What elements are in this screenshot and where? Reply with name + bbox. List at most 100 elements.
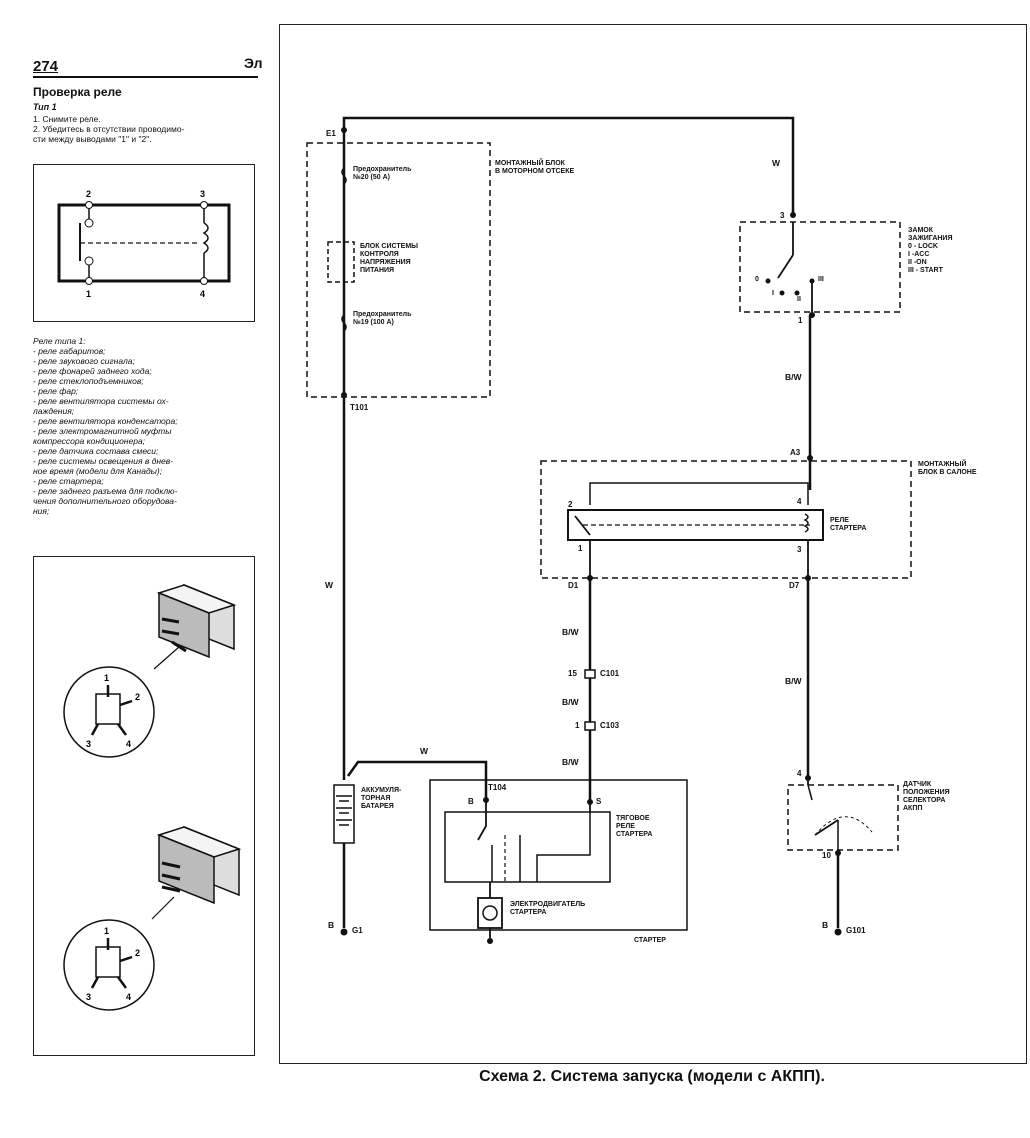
step-line: сти между выводами "1" и "2". [33, 134, 152, 144]
list-item: - реле вентилятора конденсатора; [33, 416, 178, 426]
connector-d7-label: D7 [789, 581, 800, 590]
relay-type-list: Реле типа 1: - реле габаритов; - реле зв… [33, 336, 258, 516]
list-title: Реле типа 1: [33, 336, 86, 346]
ground-g1-label: G1 [352, 926, 363, 935]
fuse-20-icon [341, 167, 347, 185]
voltage-block-label: БЛОК СИСТЕМЫ КОНТРОЛЯ НАПРЯЖЕНИЯ ПИТАНИЯ [360, 243, 419, 274]
cabin-block-outline [540, 460, 912, 579]
wire-color-label: W [325, 580, 334, 590]
starter-label: СТАРТЕР [634, 937, 666, 944]
wire-color-label: B/W [785, 372, 802, 382]
step-line: 1. Снимите реле. [33, 114, 101, 124]
figure-caption: Схема 2. Система запуска (модели с АКПП)… [479, 1068, 825, 1085]
ignition-pos-1-label: I [772, 290, 774, 297]
list-item: ния; [33, 506, 50, 516]
connector-t104-label: T104 [488, 783, 507, 792]
relay-coil-icon [803, 513, 809, 533]
header-rule [33, 76, 258, 78]
wire-color-label: B/W [562, 697, 579, 707]
starter-relay-pin-3-label: 3 [797, 545, 802, 554]
engine-block-label: МОНТАЖНЫЙ БЛОК В МОТОРНОМ ОТСЕКЕ [495, 160, 575, 175]
battery-icon [333, 784, 355, 844]
list-item: - реле фар; [33, 386, 79, 396]
relay-connector-illustration: 1 2 3 4 1 2 3 4 [63, 583, 242, 1011]
connector-c103-label: C103 [600, 721, 620, 730]
section-subtitle: Тип 1 [33, 102, 57, 112]
connector-pin-label: 3 [86, 992, 91, 1002]
wire-color-label: W [772, 158, 781, 168]
c103-pin-label: 1 [575, 721, 580, 730]
connector-a3-label: A3 [790, 448, 801, 457]
relay-body-icon [156, 583, 237, 659]
starter-relay-pin-2-label: 2 [568, 500, 573, 509]
pin-label: 2 [86, 189, 91, 199]
wire-color-label: B [822, 920, 829, 930]
selector-sensor-label: ДАТЧИК ПОЛОЖЕНИЯ СЕЛЕКТОРА АКПП [903, 781, 950, 812]
sensor-pin-10-label: 10 [822, 851, 831, 860]
ignition-pin-3-label: 3 [780, 211, 785, 220]
sensor-pin-4-label: 4 [797, 769, 802, 778]
voltage-block-outline [327, 241, 355, 283]
list-item: - реле звукового сигнала; [33, 356, 135, 366]
ignition-pos-2-label: II [797, 296, 801, 303]
connector-pin-label: 2 [135, 948, 140, 958]
wire-color-label: B/W [785, 676, 802, 686]
wire-top [342, 116, 795, 215]
battery-label: АККУМУЛЯ- ТОРНАЯ БАТАРЕЯ [361, 787, 402, 810]
wire-batt-link [346, 760, 488, 800]
list-item: чения дополнительного оборудова- [33, 496, 177, 506]
check-steps: 1. Снимите реле. 2. Убедитесь в отсутств… [33, 114, 258, 144]
list-item: - реле заднего разъема для подклю- [33, 486, 178, 496]
list-item: - реле системы освещения в днев- [33, 456, 174, 466]
relay-connector-figure: 1 2 3 4 1 2 3 4 [33, 556, 255, 1056]
fuse-19-icon [341, 314, 347, 332]
list-item: - реле стеклоподъемников; [33, 376, 144, 386]
wiring-diagram-frame [279, 24, 1027, 1064]
starter-relay-pin-4-label: 4 [797, 497, 802, 506]
list-item: - реле вентилятора системы ох- [33, 396, 169, 406]
wire-color-label: B/W [562, 757, 579, 767]
relay-schematic: 2 3 1 4 [57, 189, 231, 299]
fuse-20-label: Предохранитель №20 (50 А) [353, 166, 412, 181]
connector-pin-label: 4 [126, 739, 131, 749]
ground-g1-icon [340, 928, 348, 936]
fuse-19-label: Предохранитель №19 (100 А) [353, 311, 412, 326]
wire-color-label: W [420, 746, 429, 756]
wire-color-label: B/W [562, 627, 579, 637]
list-item: - реле стартера; [33, 476, 104, 486]
connector-t101-label: T101 [350, 403, 369, 412]
list-item: - реле фонарей заднего хода; [33, 366, 152, 376]
list-item: - реле габаритов; [33, 346, 106, 356]
starter-motor-icon [477, 897, 503, 929]
sensor-contact-icon [814, 819, 839, 836]
starter-relay-outline [567, 509, 824, 541]
starter-motor-label: ЭЛЕКТРОДВИГАТЕЛЬ СТАРТЕРА [510, 901, 586, 916]
starter-relay-label: РЕЛЕ СТАРТЕРА [830, 517, 867, 532]
section-title: Проверка реле [33, 85, 122, 99]
connector-pin-label: 1 [104, 926, 109, 936]
ground-g101-icon [834, 928, 842, 936]
starter-outline [429, 779, 688, 931]
connector-c103-icon [584, 721, 596, 731]
solenoid-label: ТЯГОВОЕ РЕЛЕ СТАРТЕРА [616, 815, 653, 838]
connector-pin-label: 1 [104, 673, 109, 683]
c101-pin-label: 15 [568, 669, 577, 678]
connector-pin-label: 4 [126, 992, 131, 1002]
pin-label: 1 [86, 289, 91, 299]
terminal-s-label: S [596, 797, 602, 806]
ignition-pos-0-label: 0 [755, 276, 759, 283]
solenoid-outline [444, 811, 611, 883]
starter-relay-pin-1-label: 1 [578, 544, 583, 553]
ground-g101-label: G101 [846, 926, 866, 935]
list-item: лаждения; [33, 406, 75, 416]
connector-d1-label: D1 [568, 581, 579, 590]
terminal-b-label: B [468, 797, 474, 806]
list-item: ное время (модели для Канады); [33, 466, 163, 476]
sensor-outline [787, 784, 899, 851]
pin-label: 4 [200, 289, 205, 299]
list-item: компрессора кондиционера; [33, 436, 146, 446]
connector-c101-icon [584, 669, 596, 679]
connector-pin-label: 2 [135, 692, 140, 702]
terminal-e1-label: E1 [326, 129, 336, 138]
